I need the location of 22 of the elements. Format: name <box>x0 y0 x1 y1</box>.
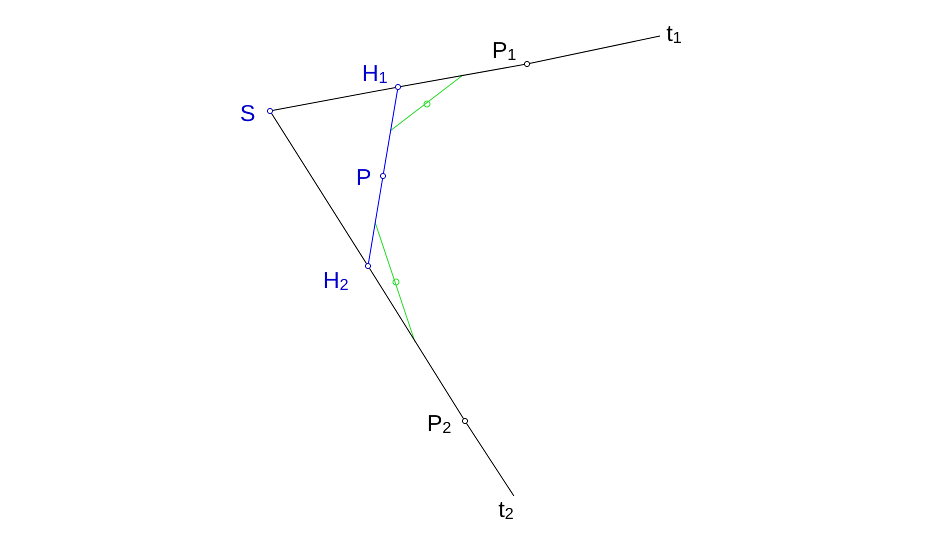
line-label: t$_{1}$ <box>660 20 688 46</box>
line-segment <box>271 113 367 264</box>
line-segment <box>466 423 514 496</box>
point-marker <box>267 108 273 114</box>
line-label: t$_{2}$ <box>492 496 520 522</box>
point-marker <box>380 173 386 179</box>
point-label: H$_{2}$ <box>323 267 349 296</box>
point-marker <box>365 263 371 269</box>
line-segment <box>383 90 398 174</box>
point-marker <box>462 418 468 424</box>
point-label: H$_{1}$ <box>362 60 388 89</box>
line-segment <box>400 64 524 87</box>
line-segment <box>272 87 396 111</box>
point-label: S <box>240 100 256 126</box>
line-segment <box>368 178 383 264</box>
point-marker <box>395 84 401 90</box>
point-marker <box>524 61 530 67</box>
line-segment <box>369 268 464 419</box>
line-segment <box>529 36 660 64</box>
point-label: P <box>356 164 372 190</box>
point-label: P$_{2}$ <box>427 410 452 439</box>
point-label: P$_{1}$ <box>492 37 516 66</box>
